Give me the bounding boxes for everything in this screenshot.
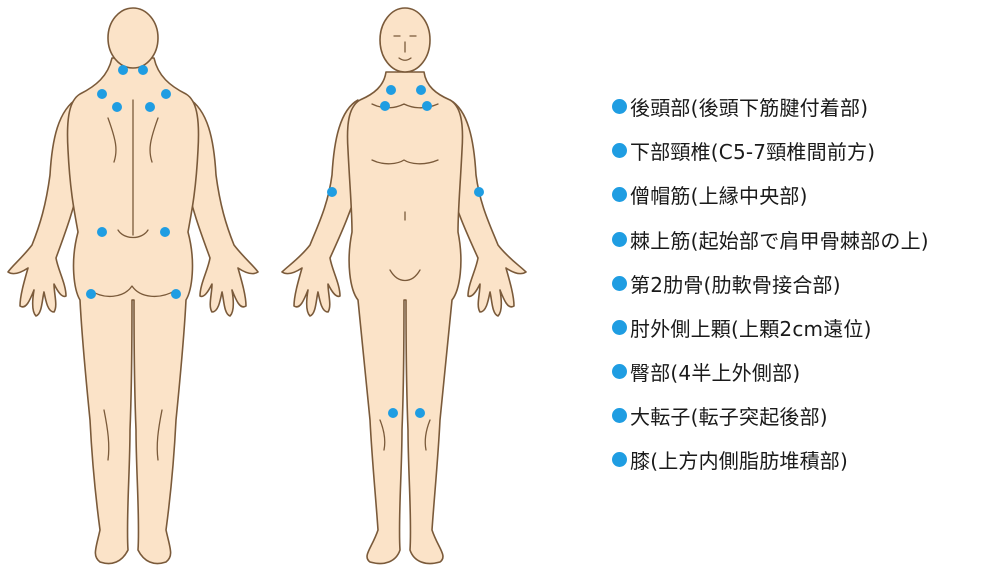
legend-bullet-icon <box>612 143 627 158</box>
legend-item: 第2肋骨(肋軟骨接合部) <box>612 268 929 298</box>
legend-bullet-icon <box>612 232 627 247</box>
legend-item: 大転子(転子突起後部) <box>612 401 929 431</box>
legend-item-label: 肘外側上顆(上顆2cm遠位) <box>630 313 872 342</box>
tender-point-front-cervical-left <box>386 85 396 95</box>
tender-point-front-cervical-right <box>416 85 426 95</box>
tender-point-legend: 後頭部(後頭下筋腱付着部) 下部頸椎(C5-7頸椎間前方) 僧帽筋(上縁中央部)… <box>612 92 929 489</box>
tender-point-back-gluteal-left <box>97 227 107 237</box>
legend-item-label: 膝(上方内側脂肪堆積部) <box>630 445 848 474</box>
back-view-figure <box>8 8 258 564</box>
legend-item-label: 大転子(転子突起後部) <box>630 401 828 430</box>
tender-point-back-supraspinatus-left <box>112 102 122 112</box>
tender-point-back-occiput-right <box>138 65 148 75</box>
tender-point-front-elbow-right <box>474 187 484 197</box>
legend-item-label: 僧帽筋(上縁中央部) <box>630 180 808 209</box>
legend-bullet-icon <box>612 408 627 423</box>
legend-item: 肘外側上顆(上顆2cm遠位) <box>612 312 929 342</box>
tender-point-back-trochanter-left <box>86 289 96 299</box>
legend-bullet-icon <box>612 364 627 379</box>
legend-item-label: 棘上筋(起始部で肩甲骨棘部の上) <box>630 225 929 254</box>
legend-bullet-icon <box>612 187 627 202</box>
tender-point-back-occiput-left <box>118 65 128 75</box>
legend-bullet-icon <box>612 99 627 114</box>
legend-bullet-icon <box>612 276 627 291</box>
legend-item-label: 下部頸椎(C5-7頸椎間前方) <box>630 136 875 165</box>
legend-item-label: 後頭部(後頭下筋腱付着部) <box>630 92 868 121</box>
front-torso <box>348 72 463 564</box>
tender-point-back-gluteal-right <box>160 227 170 237</box>
tender-point-front-elbow-left <box>327 187 337 197</box>
tender-point-back-trapezius-left <box>97 89 107 99</box>
tender-point-front-rib-left <box>380 101 390 111</box>
legend-item-label: 臀部(4半上外側部) <box>630 357 800 386</box>
legend-item: 膝(上方内側脂肪堆積部) <box>612 445 929 475</box>
legend-bullet-icon <box>612 320 627 335</box>
legend-item: 臀部(4半上外側部) <box>612 357 929 387</box>
tender-point-front-knee-right <box>415 408 425 418</box>
legend-item-label: 第2肋骨(肋軟骨接合部) <box>630 269 841 298</box>
tender-point-front-rib-right <box>422 101 432 111</box>
tender-point-front-knee-left <box>388 408 398 418</box>
tender-point-back-trochanter-right <box>171 289 181 299</box>
legend-bullet-icon <box>612 452 627 467</box>
body-diagram <box>0 0 560 574</box>
tender-point-back-supraspinatus-right <box>145 102 155 112</box>
legend-item: 僧帽筋(上縁中央部) <box>612 180 929 210</box>
back-head <box>108 8 158 68</box>
legend-item: 下部頸椎(C5-7頸椎間前方) <box>612 136 929 166</box>
legend-item: 後頭部(後頭下筋腱付着部) <box>612 92 929 122</box>
front-head <box>380 8 430 72</box>
tender-point-back-trapezius-right <box>161 89 171 99</box>
front-view-figure <box>282 8 526 564</box>
legend-item: 棘上筋(起始部で肩甲骨棘部の上) <box>612 224 929 254</box>
